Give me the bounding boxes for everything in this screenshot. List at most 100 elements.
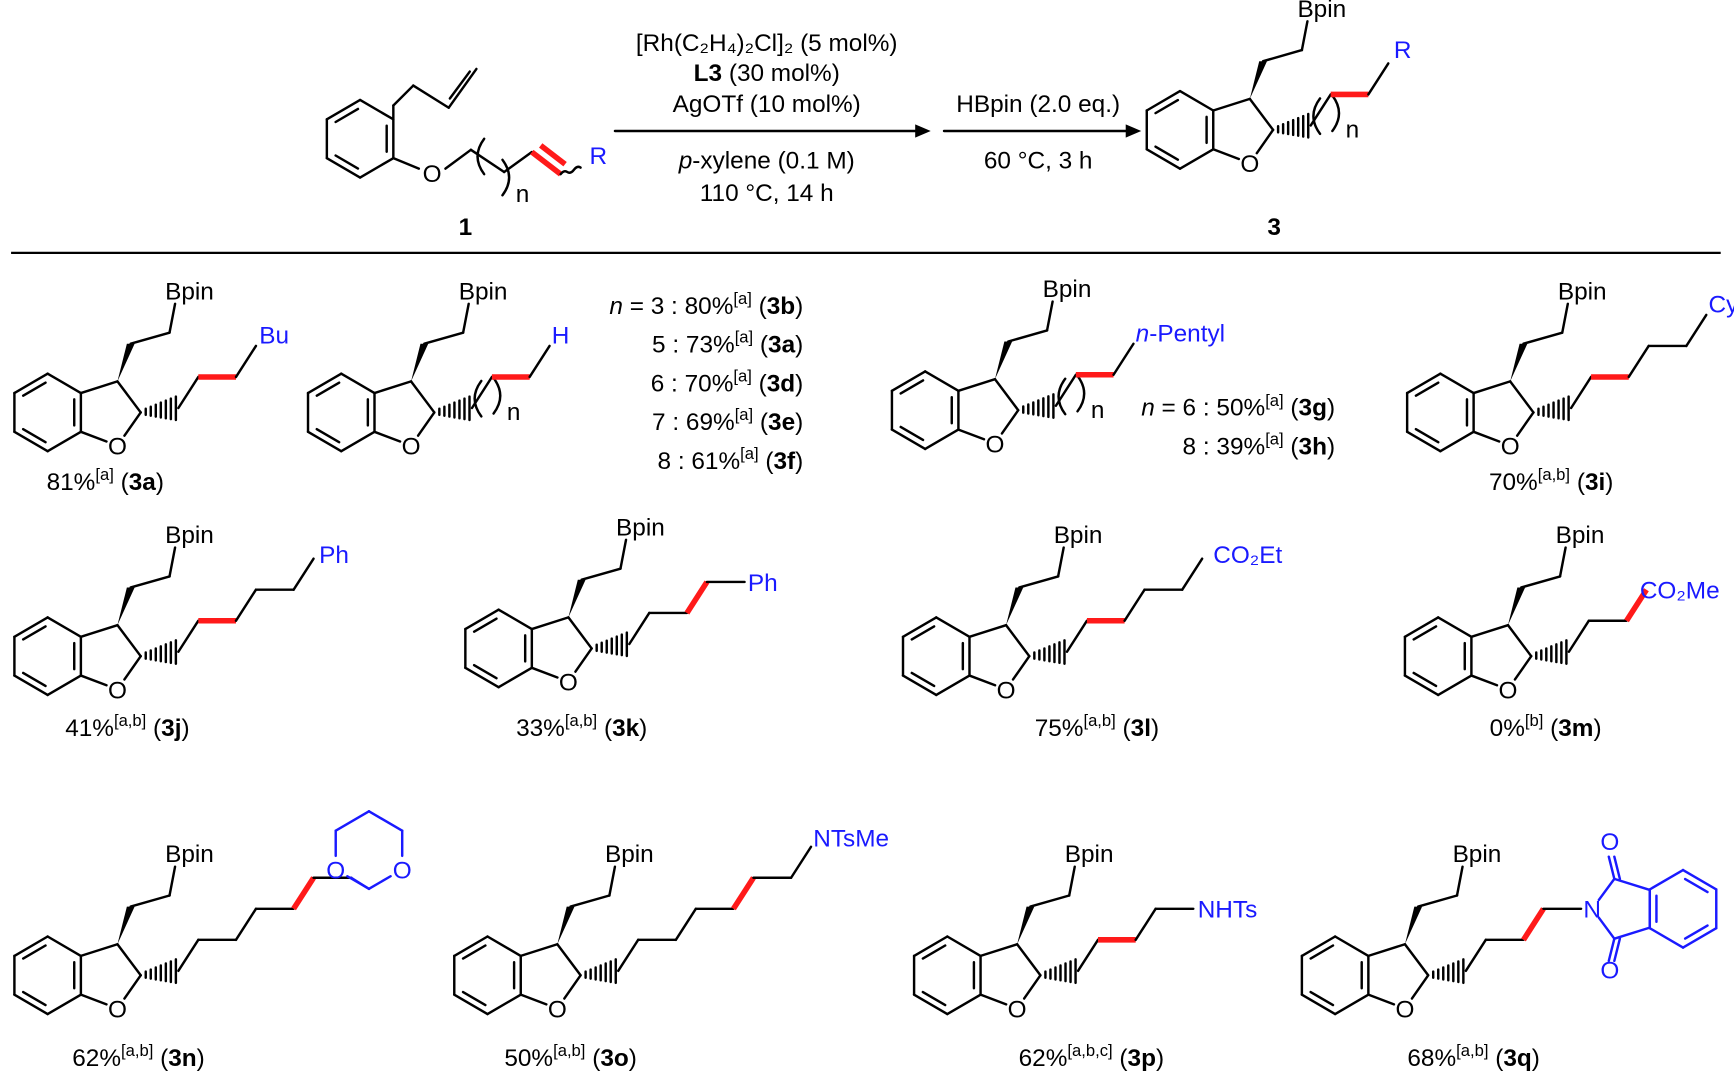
- ring-bond: [306, 430, 343, 453]
- compound-3i: OBpinCy: [1405, 278, 1734, 461]
- aromatic-double-bond: [1683, 877, 1709, 894]
- chain-bond: [1181, 557, 1204, 591]
- bond: [957, 428, 986, 441]
- bond: [116, 623, 142, 658]
- oxygen-atom: O: [108, 434, 127, 461]
- text-part: ): [182, 715, 190, 742]
- oxygen-atom: O: [326, 857, 345, 884]
- footnote-marker: [a,b]: [1083, 711, 1115, 730]
- ring-bond: [923, 370, 960, 393]
- text-part: (: [753, 332, 768, 359]
- ring-bond: [1439, 430, 1475, 453]
- compound-id: 3o: [600, 1045, 628, 1072]
- bond: [1470, 623, 1510, 639]
- bpin-label: Bpin: [1043, 276, 1092, 303]
- bond: [519, 993, 548, 1006]
- compound-id: 3j: [161, 715, 181, 742]
- footnote-marker: [a]: [95, 465, 113, 484]
- chain-bond: [789, 845, 813, 879]
- bond: [1022, 974, 1042, 1000]
- reagent-text: HBpin (2.0 eq.): [956, 91, 1120, 118]
- oxygen-atom: O: [1600, 829, 1619, 856]
- oxygen-atom: O: [559, 670, 578, 697]
- ring-bond: [1300, 993, 1337, 1016]
- text-part: 70%: [685, 370, 734, 397]
- text-part: R: [1394, 37, 1412, 64]
- chain-bond: [1123, 588, 1146, 622]
- bond: [461, 302, 470, 334]
- bond: [1007, 329, 1049, 343]
- oxygen-atom: O: [1395, 996, 1414, 1023]
- repeat-bracket-right: [501, 158, 511, 197]
- bond: [1367, 993, 1396, 1006]
- bond: [1000, 408, 1020, 435]
- bond: [1255, 128, 1275, 155]
- aromatic-double-bond: [334, 107, 360, 124]
- text-part: (: [1543, 715, 1558, 742]
- text-part: :: [1196, 434, 1216, 461]
- substituent-label: Ph: [319, 542, 349, 569]
- bond: [1561, 302, 1570, 334]
- text-part: (30 mol%): [722, 60, 840, 87]
- compound-id: 3b: [767, 293, 795, 320]
- r-group-label: R: [589, 143, 607, 170]
- repeat-bracket-left: [1057, 377, 1067, 416]
- text-part: ): [639, 715, 647, 742]
- wedge-bond: [1507, 587, 1526, 626]
- text-part: (: [114, 469, 129, 496]
- bond: [129, 894, 171, 908]
- aromatic-double-bond: [910, 625, 936, 641]
- wedge-bond: [1510, 343, 1528, 382]
- aromatic-double-bond: [21, 381, 47, 397]
- text-part: (: [759, 448, 774, 475]
- compound-id: 3e: [768, 409, 795, 436]
- aromatic-double-bond: [1414, 427, 1440, 444]
- bond: [530, 666, 559, 679]
- compound-id: 3a: [768, 332, 796, 359]
- bond: [392, 84, 415, 107]
- ring-bond: [1439, 372, 1475, 395]
- text-part: (: [153, 1045, 168, 1072]
- alkene-double-bond: [448, 70, 472, 100]
- text-part: Bpin: [1556, 522, 1605, 549]
- ring-bond: [46, 935, 83, 958]
- ring-bond: [486, 993, 522, 1016]
- chain-bond: [1112, 342, 1135, 376]
- bpin-label: Bpin: [1297, 0, 1346, 23]
- ring-bond: [46, 674, 83, 697]
- yield-series-row: 7 : 69%[a] (3e): [652, 405, 803, 436]
- bond: [1513, 654, 1533, 681]
- text-part: ): [1605, 469, 1613, 496]
- text-part: HBpin (2.0 eq.): [956, 91, 1120, 118]
- ring-bond: [1613, 926, 1652, 940]
- ring-bond: [1681, 868, 1718, 891]
- text-part: 62%: [1019, 1045, 1068, 1072]
- ring-bond: [325, 156, 362, 179]
- compound-id: 3l: [1131, 715, 1151, 742]
- ring-bond: [1403, 616, 1440, 639]
- chain-bond: [177, 938, 200, 973]
- text-part: (: [753, 409, 768, 436]
- yield-series-row: 8 : 61%[a] (3f): [657, 444, 803, 475]
- text-part: (: [1570, 469, 1585, 496]
- text-part: Bpin: [1297, 0, 1346, 23]
- text-part: Bu: [259, 323, 289, 350]
- yield-series-row: n = 3 : 80%[a] (3b): [609, 289, 803, 320]
- substituent-label: Cy: [1709, 292, 1734, 319]
- ring-bond: [1597, 877, 1616, 902]
- text-part: O: [108, 677, 127, 704]
- ring-bond: [46, 616, 83, 639]
- bpin-label: Bpin: [165, 522, 214, 549]
- yield-series-row: n = 6 : 50%[a] (3g): [1141, 391, 1335, 422]
- oxygen-atom: O: [1240, 151, 1259, 178]
- text-part: N: [1583, 897, 1601, 924]
- solvent-text: p-xylene (0.1 M): [678, 148, 855, 175]
- ring-bond: [1597, 916, 1616, 940]
- bond: [957, 377, 997, 393]
- bond: [608, 865, 617, 897]
- chain-bond: [674, 907, 698, 942]
